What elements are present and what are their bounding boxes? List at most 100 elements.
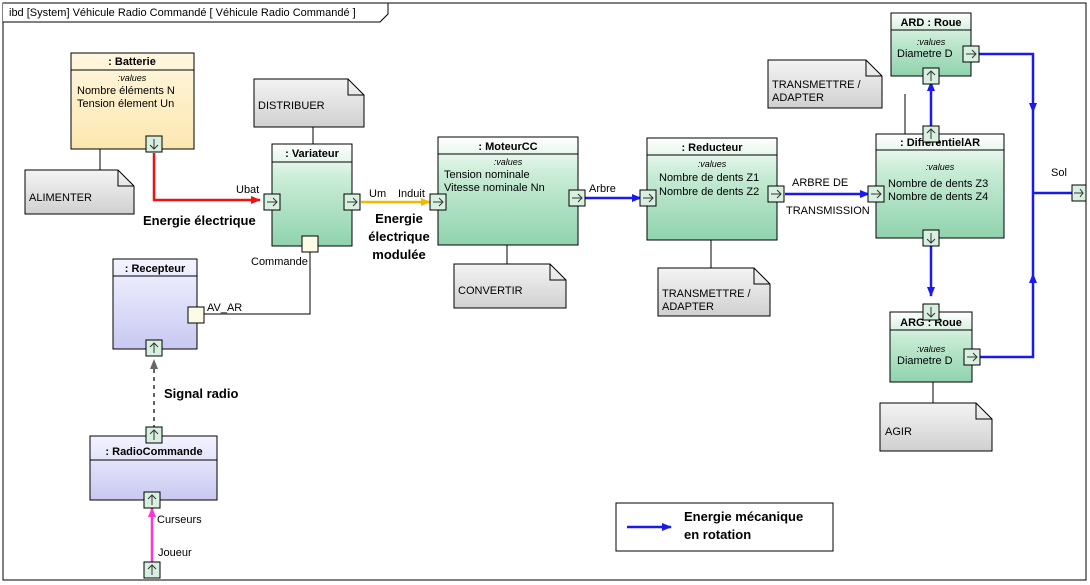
port-differentiel-in[interactable]: [867, 185, 885, 203]
block-differentielar[interactable]: : DifferentielAR :values Nombre de dents…: [875, 133, 1005, 239]
note-transmettre-1: TRANSMETTRE / ADAPTER: [767, 59, 883, 109]
note-distribuer-text: DISTRIBUER: [258, 100, 325, 112]
note-transmettre-1-line2: ADAPTER: [772, 92, 824, 104]
note-convertir: CONVERTIR: [453, 263, 567, 309]
port-ard-in[interactable]: [922, 67, 940, 85]
note-transmettre-2-line1: TRANSMETTRE /: [662, 288, 752, 300]
flow-label-modulee-line3: modulée: [372, 247, 425, 262]
port-batterie-out[interactable]: [145, 135, 163, 153]
arrow-up-icon: [149, 429, 159, 440]
block-batterie[interactable]: : Batterie :values Nombre éléments N Ten…: [70, 52, 195, 150]
moteurcc-value-2: Vitesse nominale Nn: [444, 182, 545, 194]
arrow-right-icon: [871, 189, 882, 199]
flow-label-modulee-line1: Energie: [375, 211, 423, 226]
arg-value-1: Diametre D: [897, 355, 953, 367]
flow-sol-bus: [1031, 112, 1072, 274]
flow-arg-to-sol: [978, 273, 1037, 359]
port-label-av-ar: AV_AR: [207, 302, 242, 314]
note-distribuer: DISTRIBUER: [253, 78, 365, 128]
ard-values-label: :values: [917, 37, 946, 47]
arrow-right-icon: [433, 197, 444, 207]
arrow-down-icon: [149, 139, 159, 150]
arrow-up-icon: [926, 128, 936, 139]
port-label-arbre-de: ARBRE DE: [792, 177, 848, 189]
port-label-joueur: Joueur: [158, 547, 192, 559]
port-arg-out[interactable]: [963, 348, 981, 366]
note-transmettre-1-line1: TRANSMETTRE /: [772, 79, 862, 91]
arrow-down-icon: [926, 307, 936, 318]
batterie-values-label: :values: [118, 73, 147, 83]
port-ard-out[interactable]: [962, 45, 980, 63]
block-radiocommande[interactable]: : RadioCommande: [89, 435, 218, 501]
differentielar-value-1: Nombre de dents Z3: [888, 178, 988, 190]
port-arbre-out[interactable]: [568, 189, 586, 207]
arrow-right-icon: [771, 189, 782, 199]
reducteur-values-label: :values: [698, 159, 727, 169]
port-joueur[interactable]: [143, 561, 161, 579]
port-differentiel-top[interactable]: [922, 125, 940, 143]
legend: Energie mécanique en rotation: [615, 502, 834, 552]
port-label-arbre: Arbre: [589, 183, 616, 195]
port-sol[interactable]: [1071, 184, 1087, 202]
port-arg-in[interactable]: [922, 303, 940, 321]
arrow-up-icon: [147, 564, 157, 575]
note-agir-text: AGIR: [885, 426, 912, 438]
flow-label-energie-electrique: Energie électrique: [143, 213, 256, 228]
reducteur-value-2: Nombre de dents Z2: [659, 186, 759, 198]
note-alimenter-text: ALIMENTER: [29, 192, 92, 204]
block-ard-roue[interactable]: ARD : Roue :values Diametre D: [890, 12, 972, 77]
batterie-title: : Batterie: [108, 56, 156, 68]
port-differentiel-bottom[interactable]: [922, 229, 940, 247]
port-um[interactable]: [343, 193, 361, 211]
port-label-transmission: TRANSMISSION: [786, 205, 870, 217]
batterie-value-1: Nombre éléments N: [77, 85, 175, 97]
moteurcc-title: : MoteurCC: [478, 141, 537, 153]
moteurcc-values-label: :values: [494, 157, 523, 167]
legend-label-line1: Energie mécanique: [684, 509, 803, 524]
differentielar-value-2: Nombre de dents Z4: [888, 191, 988, 203]
block-recepteur[interactable]: : Recepteur: [112, 258, 198, 350]
frame-title-tab: [3, 2, 389, 23]
ard-title: ARD : Roue: [900, 17, 961, 29]
port-label-commande: Commande: [251, 256, 308, 268]
block-moteurcc[interactable]: : MoteurCC :values Tension nominale Vite…: [437, 136, 579, 246]
port-label-ubat: Ubat: [236, 184, 259, 196]
block-reducteur[interactable]: : Reducteur :values Nombre de dents Z1 N…: [646, 137, 778, 241]
arrow-right-icon: [966, 49, 977, 59]
block-variateur[interactable]: : Variateur: [271, 143, 353, 247]
port-ubat[interactable]: [263, 193, 281, 211]
note-transmettre-2-line2: ADAPTER: [662, 301, 714, 313]
flow-label-modulee-line2: électrique: [368, 229, 429, 244]
port-av-ar[interactable]: [187, 306, 205, 324]
variateur-title: : Variateur: [285, 148, 340, 160]
connector-commande-av-ar: [196, 243, 311, 315]
arrow-up-icon: [149, 342, 159, 353]
differentielar-title: : DifferentielAR: [900, 137, 980, 149]
note-agir: AGIR: [879, 402, 993, 452]
port-label-curseurs: Curseurs: [157, 514, 202, 526]
arrow-right-icon: [967, 352, 978, 362]
arg-title: ARG : Roue: [900, 317, 962, 329]
port-radiocommande-out[interactable]: [145, 426, 163, 444]
port-curseurs[interactable]: [143, 491, 161, 509]
port-reducteur-out[interactable]: [767, 185, 785, 203]
recepteur-title: : Recepteur: [125, 263, 186, 275]
port-commande[interactable]: [301, 235, 319, 253]
port-label-induit: Induit: [398, 188, 425, 200]
differentielar-values-label: :values: [926, 162, 955, 172]
port-recepteur-in[interactable]: [145, 339, 163, 357]
arrow-up-icon: [926, 70, 936, 81]
moteurcc-value-1: Tension nominale: [444, 169, 530, 181]
port-label-um: Um: [369, 188, 386, 200]
port-induit[interactable]: [429, 193, 447, 211]
arg-values-label: :values: [917, 344, 946, 354]
note-convertir-text: CONVERTIR: [458, 285, 523, 297]
reducteur-value-1: Nombre de dents Z1: [659, 172, 759, 184]
batterie-value-2: Tension élement Un: [77, 98, 174, 110]
block-arg-roue[interactable]: ARG : Roue :values Diametre D: [889, 311, 973, 383]
flow-electric-energy: [152, 153, 261, 204]
frame-title: ibd [System] Véhicule Radio Commandé [ V…: [9, 7, 356, 19]
radiocommande-title: : RadioCommande: [105, 446, 202, 458]
arrow-up-icon: [147, 494, 157, 505]
port-reducteur-in[interactable]: [639, 189, 657, 207]
